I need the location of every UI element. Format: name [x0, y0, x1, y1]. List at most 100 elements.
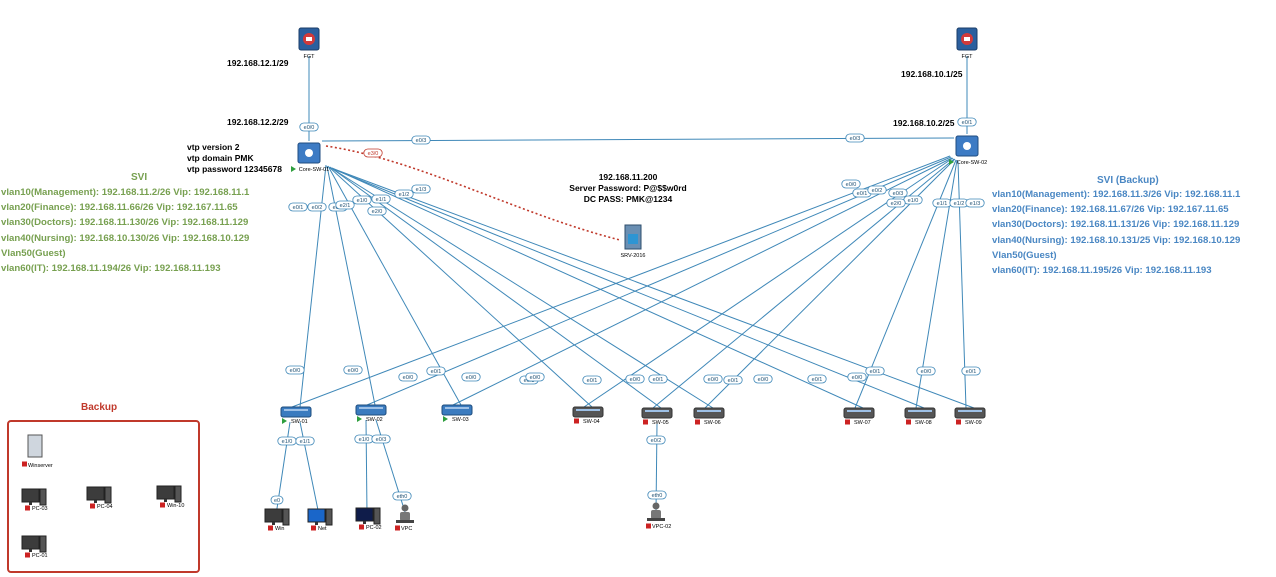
server-info: 192.168.11.200 Server Password: P@$$w0rd…	[558, 172, 698, 205]
svi-backup-list: vlan10(Management): 192.168.11.3/26 Vip:…	[992, 187, 1240, 278]
port-server: e3/0	[368, 151, 379, 157]
svi-line: Vlan50(Guest)	[1, 247, 66, 259]
vtp-version: vtp version 2	[187, 142, 240, 152]
port-sw-uplink: e0/1	[870, 369, 881, 375]
switch-ports	[697, 410, 721, 412]
port-server-box	[363, 148, 383, 158]
port-sw01-down-box	[295, 436, 315, 446]
svi-backup-line: vlan20(Finance): 192.168.11.67/26 Vip: 1…	[992, 204, 1229, 216]
tower	[174, 485, 182, 503]
port-c1: e1/3	[416, 187, 427, 193]
svi-line: vlan60(IT): 192.168.11.194/26 Vip: 192.1…	[1, 263, 221, 275]
backup-win-10: Win-10	[156, 485, 184, 509]
switch-2: SW-02	[355, 404, 387, 423]
status-icon	[311, 525, 316, 531]
desk	[647, 518, 665, 521]
server-logo	[628, 234, 638, 244]
port-c2: e0/1	[857, 191, 868, 197]
status-icon	[357, 416, 362, 422]
status-icon	[160, 502, 165, 508]
monitor-stand	[363, 521, 366, 524]
port-c1-box	[411, 184, 431, 194]
port-sw-uplink: e0/0	[530, 375, 541, 381]
port-sw-uplink-box	[648, 374, 668, 384]
port-vpc02-box	[647, 490, 667, 500]
port-c2: e1/1	[937, 201, 948, 207]
server-password: Server Password: P@$$w0rd	[569, 183, 687, 193]
monitor-stand	[29, 549, 32, 552]
desk	[396, 520, 414, 523]
switch-label: SW-07	[854, 420, 871, 426]
port-sw-uplink: e0/1	[728, 378, 739, 384]
fgt-1: FGT	[298, 27, 320, 60]
port-c1-box	[307, 202, 327, 212]
status-icon	[268, 525, 273, 531]
port-sw-uplink: e0/1	[966, 369, 977, 375]
port-c2-box	[886, 198, 906, 208]
port-sw-uplink-box	[753, 374, 773, 384]
port-c2-box	[965, 198, 985, 208]
status-icon	[22, 461, 27, 467]
port-c1: e0/2	[312, 205, 323, 211]
status-icon	[646, 523, 651, 529]
host-label: Win	[275, 526, 284, 532]
status-icon	[906, 419, 911, 425]
link-core1-sw	[331, 167, 864, 409]
status-icon	[643, 419, 648, 425]
switch-label: SW-09	[965, 420, 982, 426]
core-switch-icon	[963, 142, 971, 150]
port-sw-uplink: e0/0	[758, 377, 769, 383]
fgt-2: FGT	[956, 27, 978, 60]
switch-body	[954, 407, 986, 419]
host-label: PC-03	[32, 506, 48, 512]
backup-box	[7, 420, 200, 573]
monitor	[355, 507, 374, 522]
port-sw-uplink-box	[582, 375, 602, 385]
port-c1-box	[335, 200, 355, 210]
port-c2: e0/2	[872, 188, 883, 194]
port-sw-uplink-box	[426, 366, 446, 376]
svi-line: vlan40(Nursing): 192.168.10.130/26 Vip: …	[1, 232, 250, 244]
switch-body	[693, 407, 725, 419]
monitor-stand	[94, 500, 97, 503]
backup-pc-03: PC-03	[21, 488, 48, 512]
port-sw-uplink-box	[807, 374, 827, 384]
port-vpc02: eth0	[652, 493, 663, 499]
port-sw-uplink: e0/0	[348, 368, 359, 374]
host-label: VPC	[401, 526, 412, 532]
port-c2: e1/3	[970, 201, 981, 207]
host-net: Net	[307, 508, 333, 532]
port-vpc: eth0	[397, 494, 408, 500]
status-icon	[443, 416, 448, 422]
host-label: Net	[318, 526, 327, 532]
switch-4: SW-04	[572, 406, 604, 425]
port-sw-uplink-box	[398, 372, 418, 382]
port-core-link-a-box	[411, 135, 431, 145]
port-sw-uplink: e0/0	[708, 377, 719, 383]
port-sw-uplink: e0/0	[403, 375, 414, 381]
firewall-label: FGT	[304, 54, 316, 60]
host-pc-02: PC-02	[355, 507, 382, 531]
tower	[373, 507, 381, 525]
port-sw02-down: e0/3	[376, 437, 387, 443]
port-c1: e1/2	[399, 192, 410, 198]
backup-pc-01: PC-01	[21, 535, 48, 559]
srv-2016: SRV-2016	[621, 224, 645, 259]
port-c2-box	[888, 188, 908, 198]
link-core2-sw	[366, 156, 952, 406]
status-icon	[574, 418, 579, 424]
host-vpc-02: VPC-02	[647, 502, 671, 530]
person-body	[400, 512, 410, 521]
port-c1-box	[367, 206, 387, 216]
port-sw01-down: e1/1	[300, 439, 311, 445]
monitor-stand	[29, 502, 32, 505]
port-c1: e1/1	[376, 197, 387, 203]
host-vpc: VPC	[396, 504, 414, 532]
firewall-label: FGT	[962, 54, 974, 60]
svi-backup-line: vlan60(IT): 192.168.11.195/26 Vip: 192.1…	[992, 265, 1212, 277]
svi-backup-line: vlan10(Management): 192.168.11.3/26 Vip:…	[992, 189, 1241, 200]
switch-label: SW-02	[366, 417, 383, 423]
core-switch-label: Core-SW-01	[299, 167, 329, 173]
port-sw-uplink-box	[285, 365, 305, 375]
